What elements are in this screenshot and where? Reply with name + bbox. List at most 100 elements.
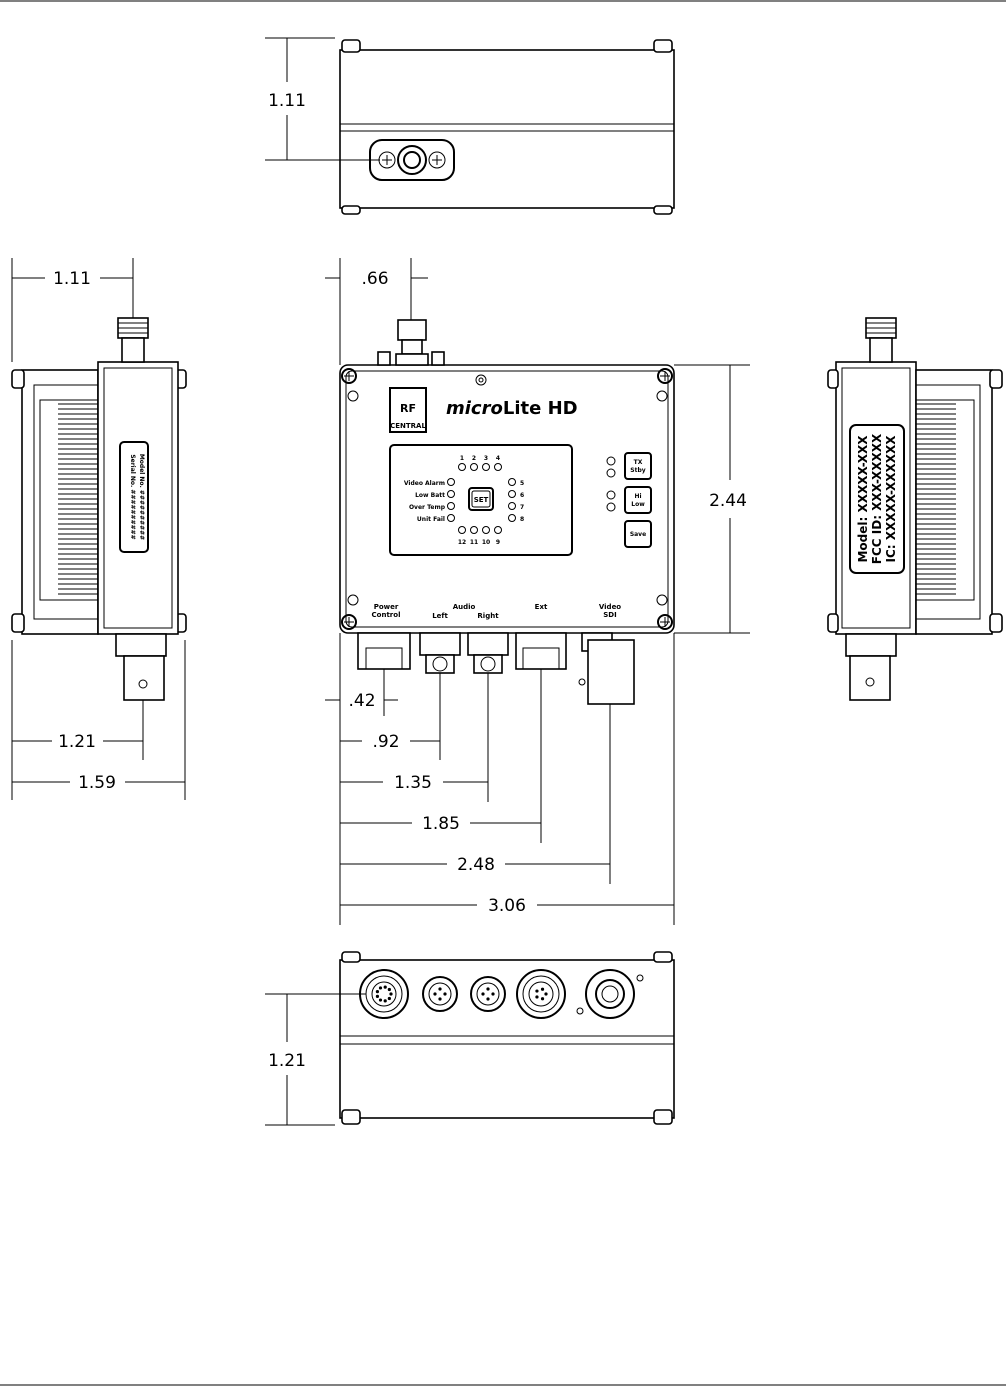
- connector-pin: [438, 997, 442, 1001]
- hi-low-button[interactable]: [624, 486, 652, 514]
- video-label-2: SDI: [603, 611, 616, 619]
- led-number: 6: [520, 492, 524, 499]
- save-label: Save: [630, 531, 646, 538]
- connector-pin: [383, 999, 387, 1003]
- led-indicator: [482, 526, 490, 534]
- fcc-ic: IC: XXXXX-XXXXXX: [884, 435, 898, 563]
- led-number: 2: [472, 455, 476, 462]
- dim-front-connector-offset: .66: [361, 269, 388, 289]
- ext-connector: [515, 632, 567, 670]
- set-button[interactable]: [468, 487, 494, 511]
- dim-bottom-height: 1.21: [268, 1051, 306, 1071]
- led-number: 9: [496, 539, 500, 546]
- connector-pin: [378, 998, 383, 1002]
- connector-pin: [375, 990, 380, 994]
- led-number: 5: [520, 480, 524, 487]
- audio-right-label: Right: [477, 612, 499, 620]
- left-side-view: [11, 258, 187, 800]
- alarm-label: Video Alarm: [404, 480, 445, 487]
- led-indicator: [482, 463, 490, 471]
- power-label-2: Control: [372, 611, 401, 619]
- led-indicator: [494, 526, 502, 534]
- audio-right-connector: [467, 632, 509, 656]
- connector-pin: [438, 987, 442, 991]
- connector-pin: [387, 996, 391, 1001]
- save-button[interactable]: [624, 520, 652, 548]
- left-label-line2: Serial No. ##########: [129, 454, 136, 539]
- dim-front-height: 2.44: [709, 491, 747, 511]
- connector-pin: [389, 992, 393, 996]
- product-name-suffix: Lite HD: [503, 398, 578, 419]
- video-label-1: Video: [599, 603, 621, 611]
- led-indicator: [494, 463, 502, 471]
- fcc-label-plate: [849, 424, 905, 574]
- led-number: 8: [520, 516, 524, 523]
- led-number: 12: [458, 539, 466, 546]
- connector-pin: [535, 989, 539, 993]
- dim-front-width: 3.06: [488, 896, 526, 916]
- led-number: 3: [484, 455, 488, 462]
- top-antenna-connector: [397, 145, 427, 175]
- top-view: [265, 37, 675, 215]
- led-number: 10: [482, 539, 490, 546]
- logo-text-bottom: CENTRAL: [390, 422, 426, 430]
- dim-audio-right-offset: 1.35: [394, 773, 432, 793]
- alarm-label: Over Temp: [409, 504, 446, 511]
- connector-pin: [486, 987, 490, 991]
- bottom-ext-connector: [516, 969, 566, 1019]
- led-indicator: [508, 502, 516, 510]
- led-number: 11: [470, 539, 478, 546]
- rf-central-logo: [389, 387, 427, 433]
- left-label-line1: Model No. ##########: [138, 454, 145, 540]
- dim-video-offset: 2.48: [457, 855, 495, 875]
- dim-top-height: 1.11: [268, 91, 306, 111]
- dim-power-offset: .42: [348, 691, 375, 711]
- audio-left-connector: [419, 632, 461, 656]
- connector-pin: [486, 997, 490, 1001]
- led-indicator: [508, 490, 516, 498]
- led-indicator: [458, 463, 466, 471]
- bottom-video-connector: [585, 969, 635, 1019]
- connector-pin: [433, 992, 437, 996]
- connector-pin: [540, 987, 545, 991]
- connector-pin: [544, 992, 548, 996]
- power-label-1: Power: [374, 603, 399, 611]
- right-side-view: [827, 317, 1003, 701]
- connector-pin: [481, 992, 485, 996]
- led-indicator: [470, 463, 478, 471]
- led-number: 4: [496, 455, 500, 462]
- fcc-id: FCC ID: XXX-XXXXX: [870, 433, 884, 564]
- connector-pin: [535, 995, 539, 999]
- set-button-label: SET: [474, 496, 489, 504]
- audio-label: Audio: [453, 603, 476, 611]
- bottom-audio-left-connector: [422, 976, 458, 1012]
- led-indicator: [447, 478, 455, 486]
- connector-pin: [443, 992, 447, 996]
- tx-stby-label-2: Stby: [630, 467, 645, 474]
- tx-stby-button[interactable]: [624, 452, 652, 480]
- led-indicator: [447, 502, 455, 510]
- connector-pin: [387, 987, 391, 992]
- led-indicator: [508, 514, 516, 522]
- dim-audio-left-offset: .92: [372, 732, 399, 752]
- connector-pin: [375, 994, 380, 998]
- dim-ext-offset: 1.85: [422, 814, 460, 834]
- product-name: microLite HD: [446, 398, 578, 419]
- alarm-label: Low Batt: [415, 492, 445, 499]
- bottom-view: [265, 951, 675, 1126]
- fcc-model: Model: XXXXX-XXX: [856, 435, 870, 563]
- logo-text-top: RF: [400, 402, 416, 415]
- led-number: 7: [520, 504, 524, 511]
- hi-low-label-2: Low: [631, 501, 645, 508]
- led-display-window: [389, 444, 573, 556]
- connector-pin: [491, 992, 495, 996]
- connector-pin: [540, 997, 545, 1001]
- dim-left-depth: 1.59: [78, 773, 116, 793]
- dim-left-connector-offset: 1.11: [53, 269, 91, 289]
- led-indicator: [447, 490, 455, 498]
- connector-pin: [378, 986, 383, 990]
- product-name-prefix: micro: [446, 398, 503, 419]
- audio-left-label: Left: [432, 612, 448, 620]
- led-indicator: [458, 526, 466, 534]
